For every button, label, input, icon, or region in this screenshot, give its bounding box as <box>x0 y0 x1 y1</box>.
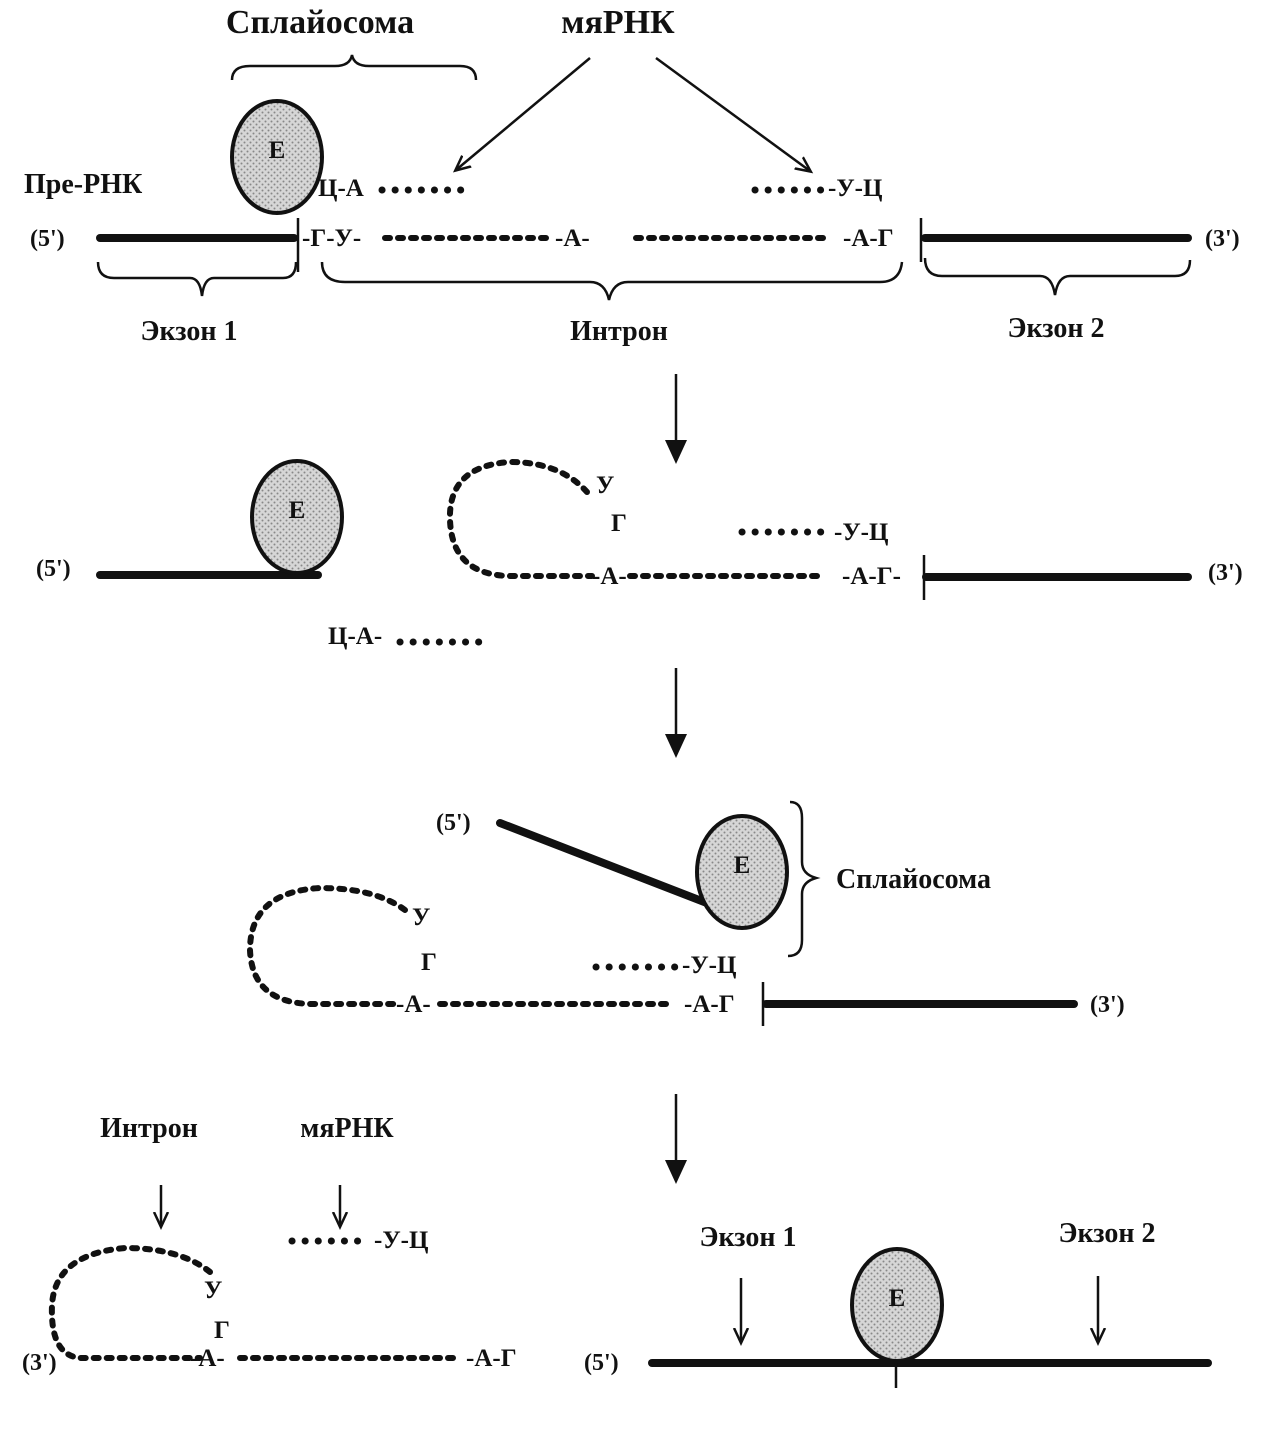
lariat-loop <box>446 458 595 579</box>
snrna-right-seq: -У-Ц <box>834 519 889 546</box>
loop-g: Г <box>214 1317 230 1344</box>
spliceosome-label: Сплайосома <box>836 864 991 895</box>
branch-site: -А- <box>592 563 627 590</box>
enzyme-e <box>695 814 789 930</box>
enzyme-label: E <box>734 852 751 879</box>
three-prime-label: (3') <box>1205 226 1240 252</box>
snrna-arrow-left <box>456 57 591 170</box>
loop-g: Г <box>611 510 627 537</box>
intron-end-seq: -А-Г- <box>842 563 901 590</box>
branch-site: -А- <box>555 225 590 252</box>
exon-2-brace <box>923 257 1192 296</box>
exon-1-label: Экзон 1 <box>700 1222 797 1253</box>
stage-2-lariat-forming: (5') E У Г -А- -А-Г- -У-Ц (3') Ц-А- <box>36 458 1243 650</box>
intron-end-seq: -А-Г <box>684 991 735 1018</box>
enzyme-label: E <box>889 1285 906 1312</box>
loop-u: У <box>204 1277 222 1304</box>
spliceosome-label: Сплайосома <box>226 4 414 41</box>
enzyme-e <box>230 99 324 215</box>
loop-g: Г <box>421 949 437 976</box>
intron-end-seq: -А-Г <box>843 225 894 252</box>
five-prime-label: (5') <box>36 556 71 582</box>
snrna-seq: -У-Ц <box>374 1227 429 1254</box>
enzyme-label: E <box>269 137 286 164</box>
lariat-loop <box>246 884 408 1007</box>
intron-label: Интрон <box>100 1113 198 1144</box>
stage-1-pre-rna: Сплайосома мяРНК Пре-РНК (5') E Ц-А -У-Ц… <box>24 4 1240 347</box>
snrna-label: мяРНК <box>561 4 675 41</box>
exon-2-label: Экзон 2 <box>1059 1218 1156 1249</box>
snrna-right-seq: -У-Ц <box>828 175 883 202</box>
intron-brace <box>320 261 904 301</box>
enzyme-e <box>250 459 344 575</box>
intron-label: Интрон <box>570 316 668 347</box>
pre-rna-label: Пре-РНК <box>24 169 143 200</box>
loop-u: У <box>596 472 614 499</box>
snrna-arrow-right <box>655 56 810 171</box>
spliceosome-brace <box>230 54 478 81</box>
snrna-left-seq: Ц-А <box>318 175 364 202</box>
exon-1-strand <box>496 819 716 909</box>
exon-1-label: Экзон 1 <box>141 316 238 347</box>
loop-u: У <box>412 904 430 931</box>
three-prime-label: (3') <box>1090 992 1125 1018</box>
branch-site: -А- <box>190 1345 225 1372</box>
exon-2-label: Экзон 2 <box>1008 313 1105 344</box>
snrna-label: мяРНК <box>300 1113 394 1144</box>
five-prime-label: (5') <box>30 226 65 252</box>
spliceosome-brace <box>787 800 821 958</box>
branch-site: -А- <box>396 991 431 1018</box>
snrna-right-seq: -У-Ц <box>682 952 737 979</box>
stage-3-exon-cleavage: (5') E Сплайосома У Г -А- -А-Г -У-Ц (3') <box>246 800 1125 1026</box>
released-snrna-seq: Ц-А- <box>328 623 382 650</box>
enzyme-label: E <box>289 497 306 524</box>
stage-4-released-intron: Интрон мяРНК -У-Ц У Г (3') -А- -А-Г <box>22 1113 517 1376</box>
three-prime-label: (3') <box>1208 560 1243 586</box>
intron-start-seq: -Г-У- <box>302 225 361 252</box>
five-prime-label: (5') <box>436 810 471 836</box>
intron-end-seq: -А-Г <box>466 1345 517 1372</box>
five-prime-label: (5') <box>584 1350 619 1376</box>
exon-1-brace <box>96 261 298 297</box>
three-prime-label: (3') <box>22 1350 57 1376</box>
lariat-loop <box>48 1244 213 1361</box>
stage-4-spliced-mrna: Экзон 1 Экзон 2 (5') E <box>584 1218 1212 1388</box>
